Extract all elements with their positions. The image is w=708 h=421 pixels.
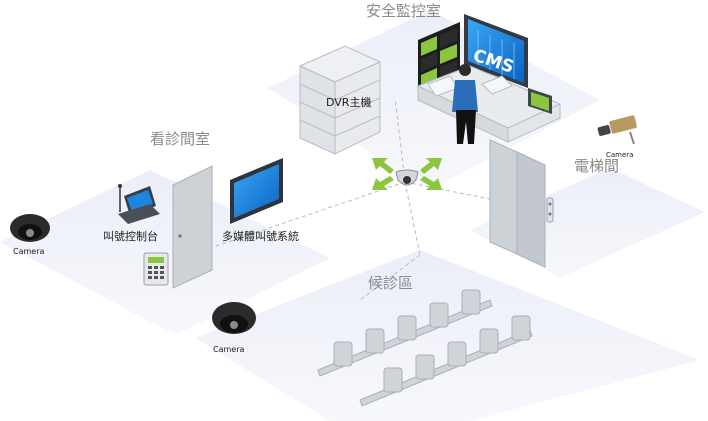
zone-label-waiting: 候診區 bbox=[368, 274, 413, 292]
video-wall bbox=[418, 22, 460, 90]
labels: 安全監控室 看診間室 電梯間 候診區 DVR主機 叫號控制台 多媒體叫號系統 C… bbox=[13, 2, 633, 354]
zone-label-elevator: 電梯間 bbox=[574, 157, 619, 175]
network-lines bbox=[209, 97, 546, 301]
camera-label-left: Camera bbox=[13, 247, 44, 256]
camera-icon bbox=[597, 115, 637, 145]
floor-waiting-area bbox=[195, 250, 700, 421]
camera-label-bottom: Camera bbox=[213, 345, 244, 354]
waiting-seats bbox=[317, 289, 533, 407]
camera-icon bbox=[10, 214, 50, 242]
elevator-doors bbox=[489, 139, 554, 268]
camera-icon bbox=[212, 302, 256, 334]
camera-label-right: Camera bbox=[606, 151, 633, 159]
call-console-label: 叫號控制台 bbox=[103, 229, 158, 243]
direction-arrows bbox=[372, 158, 442, 190]
cms-monitor: CMS bbox=[464, 14, 528, 88]
ptz-dome-camera bbox=[372, 158, 442, 190]
operator-person bbox=[452, 64, 478, 144]
multimedia-call-label: 多媒體叫號系統 bbox=[222, 229, 299, 243]
dvr-rack bbox=[298, 45, 382, 155]
multimedia-call-display bbox=[230, 158, 283, 224]
exam-room-door bbox=[172, 165, 213, 289]
call-console bbox=[118, 184, 160, 224]
zone-label-control-room: 安全監控室 bbox=[366, 2, 441, 20]
dvr-label: DVR主機 bbox=[326, 95, 371, 109]
keypad-device bbox=[143, 252, 169, 286]
zone-label-exam-room: 看診間室 bbox=[150, 130, 210, 148]
